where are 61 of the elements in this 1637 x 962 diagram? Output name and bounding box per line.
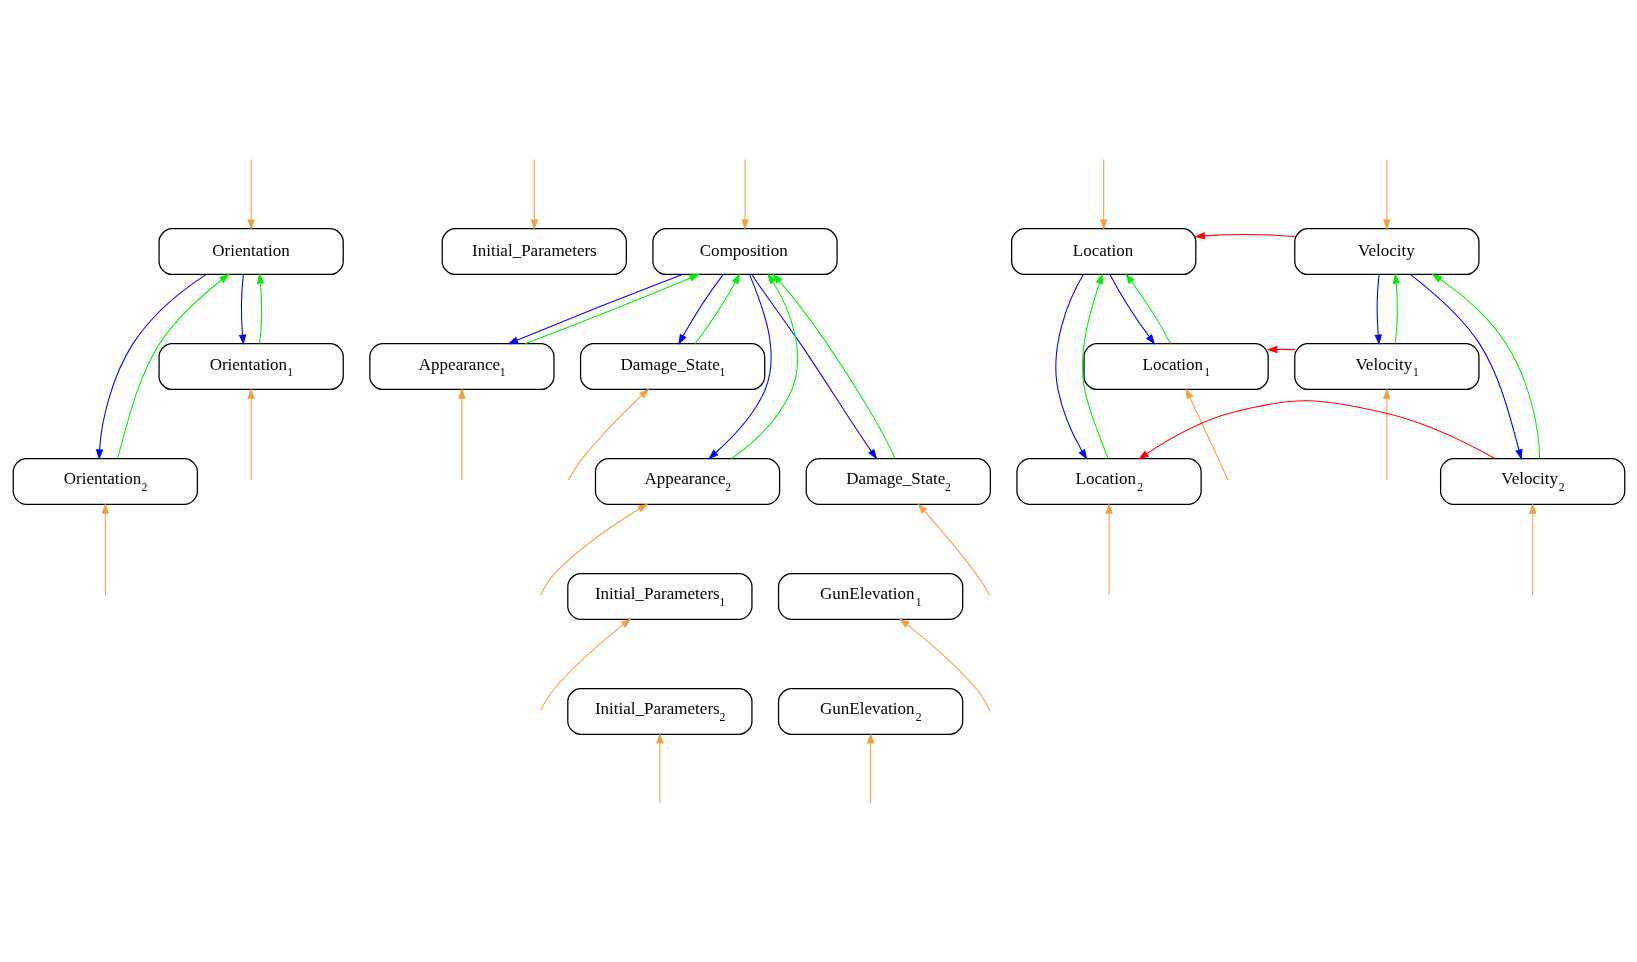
arrow [506, 273, 683, 344]
arrow [95, 273, 206, 460]
arrow [1382, 387, 1391, 481]
arrow [530, 158, 538, 230]
arrow [1409, 273, 1522, 460]
node-box: Location$_{1}$ [1082, 342, 1269, 390]
arrow [1109, 273, 1155, 345]
arrow [655, 732, 664, 804]
arrow [238, 273, 246, 345]
node-box: Appearance$_{2}$ [594, 457, 780, 505]
node-box: Initial_Parameters$_{1}$ [566, 572, 753, 620]
node-box: Appearance$_{1}$ [368, 342, 555, 390]
arrow [677, 273, 724, 345]
arrow [256, 272, 264, 344]
node-box: Velocity$_{1}$ [1293, 342, 1480, 390]
arrow [898, 617, 990, 711]
arrow [751, 273, 877, 460]
arrow [524, 273, 700, 344]
arrow [917, 502, 990, 596]
node-box: Initial_Parameters$_{2}$ [566, 687, 753, 735]
node-box: Velocity$_{2}$ [1439, 457, 1625, 505]
node-box: GunElevation$_{1}$ [777, 572, 963, 620]
arrow [1124, 272, 1171, 344]
arrow [1528, 502, 1536, 596]
arrow [1431, 273, 1540, 459]
arrow [539, 617, 631, 711]
arrow [771, 273, 896, 459]
arrow [1382, 158, 1391, 230]
arrow [694, 272, 740, 344]
arrow [1185, 387, 1229, 481]
node-box: Damage_State$_{2}$ [805, 457, 991, 505]
arrow [1392, 272, 1400, 344]
arrow [740, 158, 749, 230]
node-box: Orientation [157, 227, 344, 275]
arrow [1374, 273, 1382, 345]
arrow [707, 273, 772, 459]
node-box: Initial_Parameters [441, 227, 627, 275]
node-box: Velocity [1293, 227, 1480, 275]
node-box: Location [1010, 227, 1196, 275]
arrow [101, 502, 109, 596]
node-box: GunElevation$_{2}$ [777, 687, 963, 735]
arrow [567, 387, 649, 481]
node-box: Damage_State$_{1}$ [579, 342, 765, 390]
arrow [1193, 231, 1295, 240]
arrow [246, 158, 255, 230]
arrow [1104, 502, 1113, 596]
arrow [1081, 272, 1109, 459]
arrow [866, 732, 874, 804]
node-box: Composition [651, 227, 838, 275]
arrow [1099, 158, 1107, 230]
arrow [730, 272, 798, 459]
node-box: Location$_{2}$ [1015, 457, 1202, 505]
arrow [1137, 399, 1495, 459]
arrow [116, 273, 230, 459]
node-box: Orientation$_{1}$ [157, 342, 344, 390]
arrow [457, 387, 466, 481]
node-box: Orientation$_{2}$ [12, 457, 198, 505]
arrow [1054, 273, 1087, 460]
arrow [539, 503, 648, 596]
arrow [1266, 345, 1295, 353]
arrow [246, 387, 255, 481]
